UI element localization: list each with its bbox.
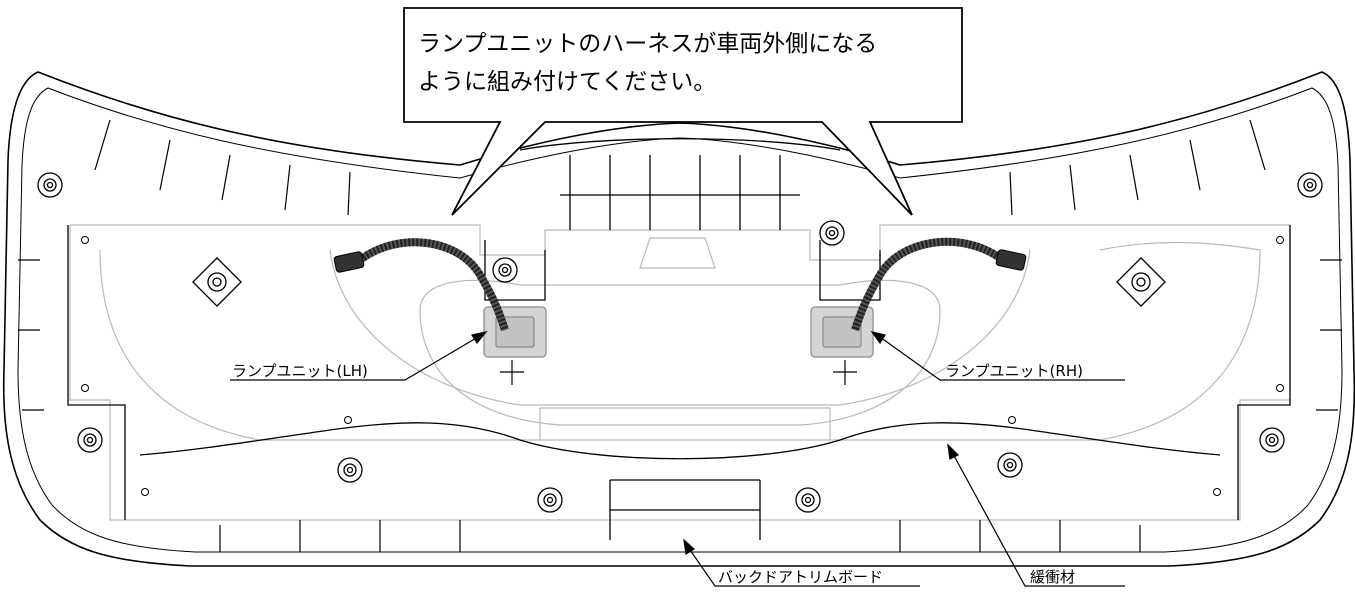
clip-fastener [795, 487, 821, 513]
inner-panel [69, 224, 1291, 521]
clip-fastener [337, 457, 363, 483]
clip-fasteners [37, 172, 1323, 513]
clip-seat-left [192, 257, 242, 307]
clip-seat-right [1116, 257, 1166, 307]
label-cushion: 緩衝材 [1030, 568, 1076, 586]
leader-lines [230, 331, 1125, 587]
harness-lh [333, 238, 509, 332]
harness-rh [851, 237, 1027, 332]
clip-fastener [1259, 427, 1285, 453]
label-lamp-unit-rh: ランプユニット(RH) [945, 362, 1083, 380]
inner-structure [67, 138, 1291, 540]
clip-fastener [77, 427, 103, 453]
clip-fastener [492, 257, 518, 283]
clip-fastener [819, 220, 845, 246]
lamp-unit-rh [810, 306, 874, 358]
clip-fastener [37, 172, 63, 198]
crosshair-marks [500, 360, 857, 385]
back-door-trim-board-outline [2, 71, 1355, 567]
edge-ribs [18, 119, 1342, 552]
callout-line-1: ランプユニットのハーネスが車両外側になる [418, 31, 878, 57]
reference-holes [81, 236, 1284, 496]
clip-fastener [997, 452, 1023, 478]
callout-bubble [403, 7, 963, 216]
clip-seats [192, 257, 1166, 307]
label-back-door-trim-board: バックドアトリムボード [718, 568, 884, 586]
label-lamp-unit-lh: ランプユニット(LH) [232, 362, 368, 380]
clip-fastener [537, 487, 563, 513]
lamp-unit-lh [483, 306, 547, 358]
callout-line-2: ように組み付けてください。 [418, 69, 717, 95]
clip-fastener [1297, 172, 1323, 198]
